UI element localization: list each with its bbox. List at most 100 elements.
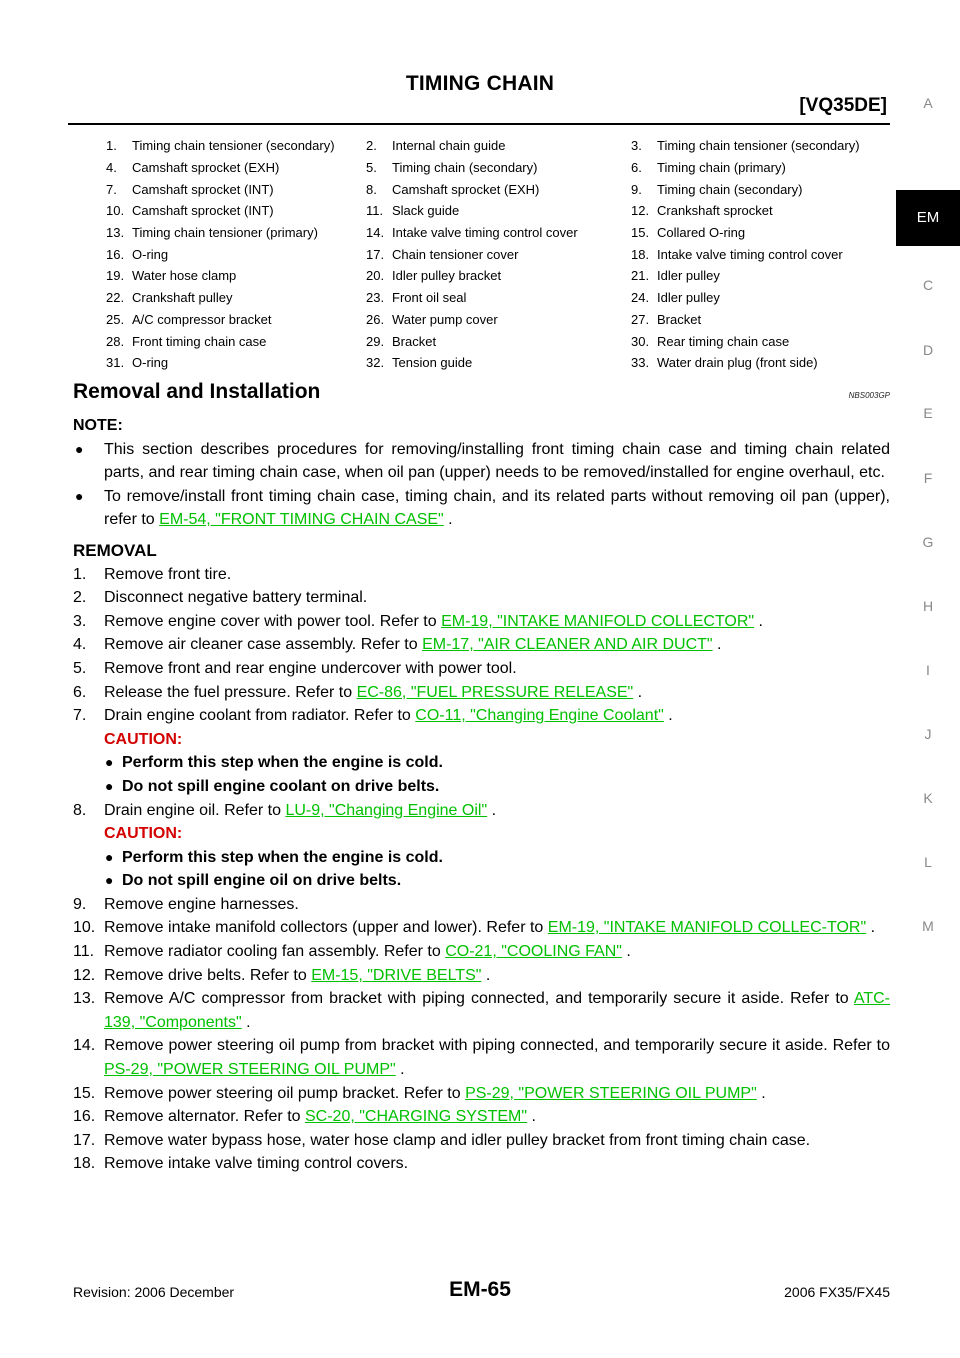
caution-item: ●Perform this step when the engine is co…	[73, 751, 890, 775]
part-number: 2.	[366, 138, 377, 154]
part-name: Timing chain (secondary)	[657, 181, 803, 197]
link-power-steering-oil-pump[interactable]: PS-29, "POWER STEERING OIL PUMP"	[104, 1061, 396, 1079]
part-number: 29.	[366, 333, 385, 349]
part-name: Idler pulley	[657, 268, 720, 284]
part-number: 27.	[631, 311, 650, 327]
part-number: 21.	[631, 268, 650, 284]
parts-cell: 19.Water hose clamp	[106, 265, 366, 287]
parts-cell: 4.Camshaft sprocket (EXH)	[106, 157, 366, 179]
tab-m[interactable]: M	[922, 918, 934, 934]
part-name: Collared O-ring	[657, 225, 746, 241]
page-number: EM-65	[449, 1278, 511, 1301]
part-name: Camshaft sprocket (EXH)	[132, 160, 280, 176]
parts-cell: 9. Timing chain (secondary)	[631, 178, 860, 200]
part-name: Tension guide	[392, 355, 473, 371]
parts-cell: 2. Internal chain guide	[366, 135, 631, 157]
part-number: 8.	[366, 181, 377, 197]
part-number: 22.	[106, 290, 125, 306]
step-15: 15.Remove power steering oil pump bracke…	[73, 1084, 766, 1102]
tab-h[interactable]: H	[922, 598, 934, 614]
parts-cell: 17.Chain tensioner cover	[366, 243, 631, 265]
step-13: 13.Remove A/C compressor from bracket wi…	[73, 990, 890, 1031]
tab-em[interactable]: EM	[896, 190, 960, 246]
part-number: 9.	[631, 181, 642, 197]
link-charging-system[interactable]: SC-20, "CHARGING SYSTEM"	[304, 1108, 528, 1126]
link-power-steering-oil-pump-2[interactable]: PS-29, "POWER STEERING OIL PUMP"	[465, 1084, 757, 1102]
step-4: 4.Remove air cleaner case assembly. Refe…	[73, 636, 722, 654]
part-name: Chain tensioner cover	[392, 246, 519, 262]
parts-legend-table: 1.Timing chain tensioner (secondary)2.In…	[106, 135, 860, 374]
caution-item: ●Perform this step when the engine is co…	[73, 846, 890, 870]
parts-row: 4.Camshaft sprocket (EXH)5. Timing chain …	[106, 157, 860, 179]
parts-cell: 11.Slack guide	[366, 200, 631, 222]
part-name: Bracket	[392, 333, 437, 349]
link-front-timing-chain-case[interactable]: EM-54, "FRONT TIMING CHAIN CASE"	[159, 511, 444, 529]
link-changing-engine-coolant[interactable]: CO-11, "Changing Engine Coolant"	[415, 707, 664, 725]
step-11: 11.Remove radiator cooling fan assembly.…	[73, 943, 631, 961]
parts-cell: 32.Tension guide	[366, 352, 631, 374]
step-12: 12.Remove drive belts. Refer to EM-15, "…	[73, 966, 491, 984]
tab-c[interactable]: C	[922, 277, 934, 293]
part-name: Internal chain guide	[392, 138, 506, 154]
note-heading: NOTE:	[73, 417, 123, 434]
part-number: 30.	[631, 333, 650, 349]
part-number: 23.	[366, 290, 385, 306]
tab-i[interactable]: I	[926, 662, 930, 678]
bullet-icon: ●	[75, 487, 84, 504]
step-17: 17.Remove water bypass hose, water hose …	[73, 1131, 811, 1149]
part-name: Front timing chain case	[132, 333, 267, 349]
part-name: Timing chain (secondary)	[392, 160, 538, 176]
vehicle-model: 2006 FX35/FX45	[784, 1284, 890, 1300]
parts-cell: 10.Camshaft sprocket (INT)	[106, 200, 366, 222]
part-number: 16.	[106, 246, 125, 262]
part-number: 19.	[106, 268, 125, 284]
part-name: O-ring	[132, 355, 169, 371]
tab-j[interactable]: J	[924, 726, 932, 742]
tab-d[interactable]: D	[922, 342, 934, 358]
part-name: Front oil seal	[392, 290, 467, 306]
link-cooling-fan[interactable]: CO-21, "COOLING FAN"	[445, 943, 622, 961]
part-name: Rear timing chain case	[657, 333, 790, 349]
link-fuel-pressure-release[interactable]: EC-86, "FUEL PRESSURE RELEASE"	[356, 683, 634, 701]
link-drive-belts[interactable]: EM-15, "DRIVE BELTS"	[311, 966, 482, 984]
parts-cell: 30. Rear timing chain case	[631, 330, 860, 352]
link-changing-engine-oil[interactable]: LU-9, "Changing Engine Oil"	[285, 801, 488, 819]
engine-code: [VQ35DE]	[799, 95, 887, 116]
parts-row: 1.Timing chain tensioner (secondary)2.In…	[106, 135, 860, 157]
link-atc-components[interactable]: ATC-139, "Components"	[104, 990, 890, 1031]
parts-cell: 14.Intake valve timing control cover	[366, 222, 631, 244]
part-name: Timing chain tensioner (secondary)	[132, 138, 335, 154]
part-name: Bracket	[657, 311, 702, 327]
tab-e[interactable]: E	[923, 405, 933, 421]
parts-row: 7. Camshaft sprocket (INT) 8.Camshaft spro…	[106, 178, 860, 200]
step-7: 7.Drain engine coolant from radiator. Re…	[73, 707, 673, 725]
link-intake-manifold-collector-2[interactable]: EM-19, "INTAKE MANIFOLD COLLEC-TOR"	[547, 919, 867, 937]
tab-f[interactable]: F	[923, 470, 933, 486]
part-name: Idler pulley bracket	[392, 268, 502, 284]
part-number: 7.	[106, 181, 117, 197]
part-name: Crankshaft pulley	[132, 290, 233, 306]
step-3: 3.Remove engine cover with power tool. R…	[73, 612, 763, 630]
part-number: 14.	[366, 225, 385, 241]
link-air-cleaner[interactable]: EM-17, "AIR CLEANER AND AIR DUCT"	[422, 636, 713, 654]
part-number: 24.	[631, 290, 650, 306]
page-title: TIMING CHAIN	[405, 72, 555, 95]
part-number: 5.	[366, 160, 377, 176]
parts-cell: 12.Crankshaft sprocket	[631, 200, 860, 222]
parts-cell: 8.Camshaft sprocket (EXH)	[366, 178, 631, 200]
tab-a[interactable]: A	[923, 95, 933, 111]
part-name: Intake valve timing control cover	[657, 246, 843, 262]
note-bullet: ●This section describes procedures for r…	[73, 438, 890, 485]
tab-l[interactable]: L	[924, 854, 932, 870]
tab-k[interactable]: K	[923, 790, 933, 806]
part-number: 26.	[366, 311, 385, 327]
step-18: 18.Remove intake valve timing control co…	[73, 1155, 409, 1173]
removal-heading: REMOVAL	[73, 540, 157, 560]
part-name: Timing chain (primary)	[657, 160, 786, 176]
link-intake-manifold-collector[interactable]: EM-19, "INTAKE MANIFOLD COLLECTOR"	[441, 612, 755, 630]
part-name: Camshaft sprocket (INT)	[132, 181, 274, 197]
tab-g[interactable]: G	[922, 534, 934, 550]
part-name: Crankshaft sprocket	[657, 203, 773, 219]
